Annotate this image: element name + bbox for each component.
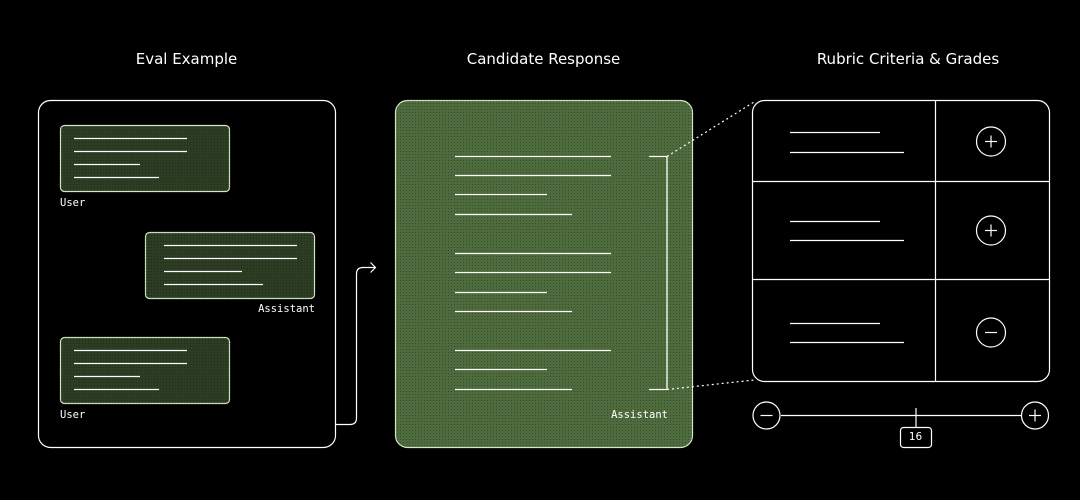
- user-role-label: User: [60, 409, 86, 421]
- plus-circle-icon: [975, 126, 1007, 157]
- score-value: 16: [908, 431, 923, 443]
- flow-arrow: [336, 262, 377, 426]
- candidate-assistant-label: Assistant: [611, 409, 668, 421]
- score-scale: [752, 401, 1050, 449]
- arrow-head-icon: [370, 262, 377, 273]
- candidate-response-title: Candidate Response: [466, 50, 621, 68]
- score-value-box: [899, 426, 933, 449]
- candidate-response-panel: [394, 99, 694, 449]
- zoom-connector-lines: [666, 101, 755, 391]
- eval-example-panel: [37, 99, 337, 449]
- user-role-label: User: [60, 197, 86, 209]
- assistant-message-bubble: [144, 231, 316, 300]
- rubric-table: [751, 99, 1051, 383]
- plus-circle-icon: [975, 215, 1007, 246]
- rubric-title: Rubric Criteria & Grades: [816, 50, 1000, 68]
- minus-circle-icon: [975, 317, 1007, 348]
- eval-example-title: Eval Example: [135, 50, 238, 68]
- user-message-bubble: [59, 124, 231, 193]
- response-bracket: [649, 155, 668, 391]
- user-message-bubble: [59, 336, 231, 405]
- plus-circle-icon: [1020, 401, 1050, 430]
- assistant-role-label: Assistant: [258, 303, 315, 315]
- minus-circle-icon: [752, 401, 781, 430]
